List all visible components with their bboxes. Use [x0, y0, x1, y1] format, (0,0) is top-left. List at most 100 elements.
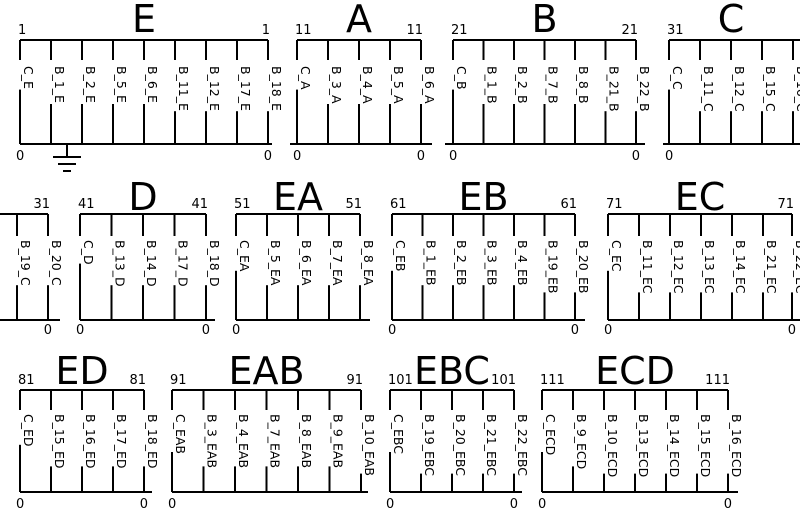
terminal-label: B_17_E: [238, 66, 253, 111]
terminal-label: B_12_C: [732, 66, 747, 112]
terminal-label: C_ECD: [543, 414, 558, 455]
group-title: A: [346, 0, 372, 41]
terminal-label: B_3_A: [329, 66, 344, 104]
terminal-label: B_15_ED: [52, 414, 67, 469]
end-number: 111: [705, 373, 730, 388]
group-title: B: [531, 0, 557, 41]
group-title: ED: [55, 349, 108, 393]
bottom-left-zero: 0: [168, 497, 176, 508]
terminal-label: C_E: [21, 66, 36, 89]
end-number: 71: [777, 197, 794, 212]
terminal-label: B_2_E: [83, 66, 98, 103]
end-number: 1: [262, 23, 270, 38]
end-number: 41: [191, 197, 208, 212]
terminal-label: B_4_EAB: [236, 414, 251, 468]
bottom-right-zero: 0: [724, 497, 732, 508]
group-title: D: [128, 175, 157, 219]
bottom-left-zero: 0: [16, 149, 24, 164]
bottom-right-zero: 0: [44, 323, 52, 338]
terminal-label: C_EC: [609, 240, 624, 272]
start-number: 21: [451, 23, 468, 38]
terminal-label: B_7_B: [546, 66, 561, 104]
bottom-left-zero: 0: [16, 497, 24, 508]
terminal-label: B_4_A: [360, 66, 375, 104]
terminal-label: B_18_E: [269, 66, 284, 111]
terminal-label: C_A: [298, 66, 313, 90]
bottom-right-zero: 0: [632, 149, 640, 164]
terminal-label: B_14_EC: [733, 240, 748, 294]
terminal-label: B_21_EBC: [484, 414, 499, 476]
group-title: EAB: [228, 349, 304, 393]
bottom-left-zero: 0: [604, 323, 612, 338]
terminal-label: B_7_EAB: [268, 414, 283, 468]
start-number: 51: [234, 197, 251, 212]
start-number: 101: [388, 373, 413, 388]
terminal-label: B_11_E: [176, 66, 191, 111]
end-number: 11: [406, 23, 423, 38]
terminal-label: B_19_EB: [546, 240, 561, 293]
terminal-label: B_11_C: [701, 66, 716, 112]
ground-symbol-icon: [53, 144, 81, 172]
terminal-label: B_20_EBC: [453, 414, 468, 476]
terminal-label: B_19_EBC: [422, 414, 437, 476]
terminal-label: B_15_C: [763, 66, 778, 112]
start-number: 111: [540, 373, 565, 388]
terminal-label: B_12_EC: [671, 240, 686, 294]
end-number: 101: [491, 373, 516, 388]
terminal-label: B_1_EB: [424, 240, 439, 286]
end-number: 51: [345, 197, 362, 212]
terminal-label: B_19_C: [18, 240, 33, 286]
terminal-label: B_21_B: [607, 66, 622, 112]
terminal-label: C_EA: [237, 240, 252, 272]
terminal-label: B_16_ED: [83, 414, 98, 469]
terminal-label: B_10_EAB: [362, 414, 377, 476]
terminal-label: B_17_D: [176, 240, 191, 287]
bottom-right-zero: 0: [571, 323, 579, 338]
terminal-label: B_4_EB: [515, 240, 530, 286]
terminal-label: B_10_ECD: [605, 414, 620, 477]
terminal-label: C_EB: [393, 240, 408, 271]
bottom-right-zero: 0: [417, 149, 425, 164]
terminal-label: B_18_ED: [145, 414, 160, 469]
group-title: ECD: [595, 349, 675, 393]
terminal-label: B_5_EA: [268, 240, 283, 286]
terminal-label: B_5_A: [391, 66, 406, 104]
terminal-label: B_13_EC: [702, 240, 717, 294]
terminal-label: B_16_ECD: [729, 414, 744, 477]
group-title: EC: [675, 175, 726, 219]
terminal-label: B_13_ECD: [636, 414, 651, 477]
terminal-label: B_8_B: [576, 66, 591, 104]
terminal-label: B_15_ECD: [698, 414, 713, 477]
bottom-left-zero: 0: [232, 323, 240, 338]
end-number: 81: [129, 373, 146, 388]
group-title: EA: [273, 175, 323, 219]
bottom-left-zero: 0: [538, 497, 546, 508]
terminal-label: B_14_D: [144, 240, 159, 287]
terminal-label: B_8_EAB: [299, 414, 314, 468]
start-number: 11: [295, 23, 312, 38]
group-title: C: [718, 0, 745, 41]
start-number: 91: [170, 373, 187, 388]
terminal-label: B_2_B: [515, 66, 530, 104]
terminal-label: C_EAB: [173, 414, 188, 454]
bottom-left-zero: 0: [665, 149, 673, 164]
terminal-label: B_12_E: [207, 66, 222, 111]
terminal-label: B_11_EC: [640, 240, 655, 294]
terminal-label: B_22_EBC: [515, 414, 530, 476]
terminal-label: B_18_D: [207, 240, 222, 287]
terminal-label: B_6_A: [422, 66, 437, 104]
terminal-label: C_ED: [21, 414, 36, 447]
terminal-label: B_17_ED: [114, 414, 129, 469]
start-number: 61: [390, 197, 407, 212]
start-number: 31: [667, 23, 684, 38]
terminal-label: B_13_D: [113, 240, 128, 287]
start-number: 41: [78, 197, 95, 212]
start-number: 81: [18, 373, 35, 388]
terminal-label: B_7_EA: [330, 240, 345, 286]
